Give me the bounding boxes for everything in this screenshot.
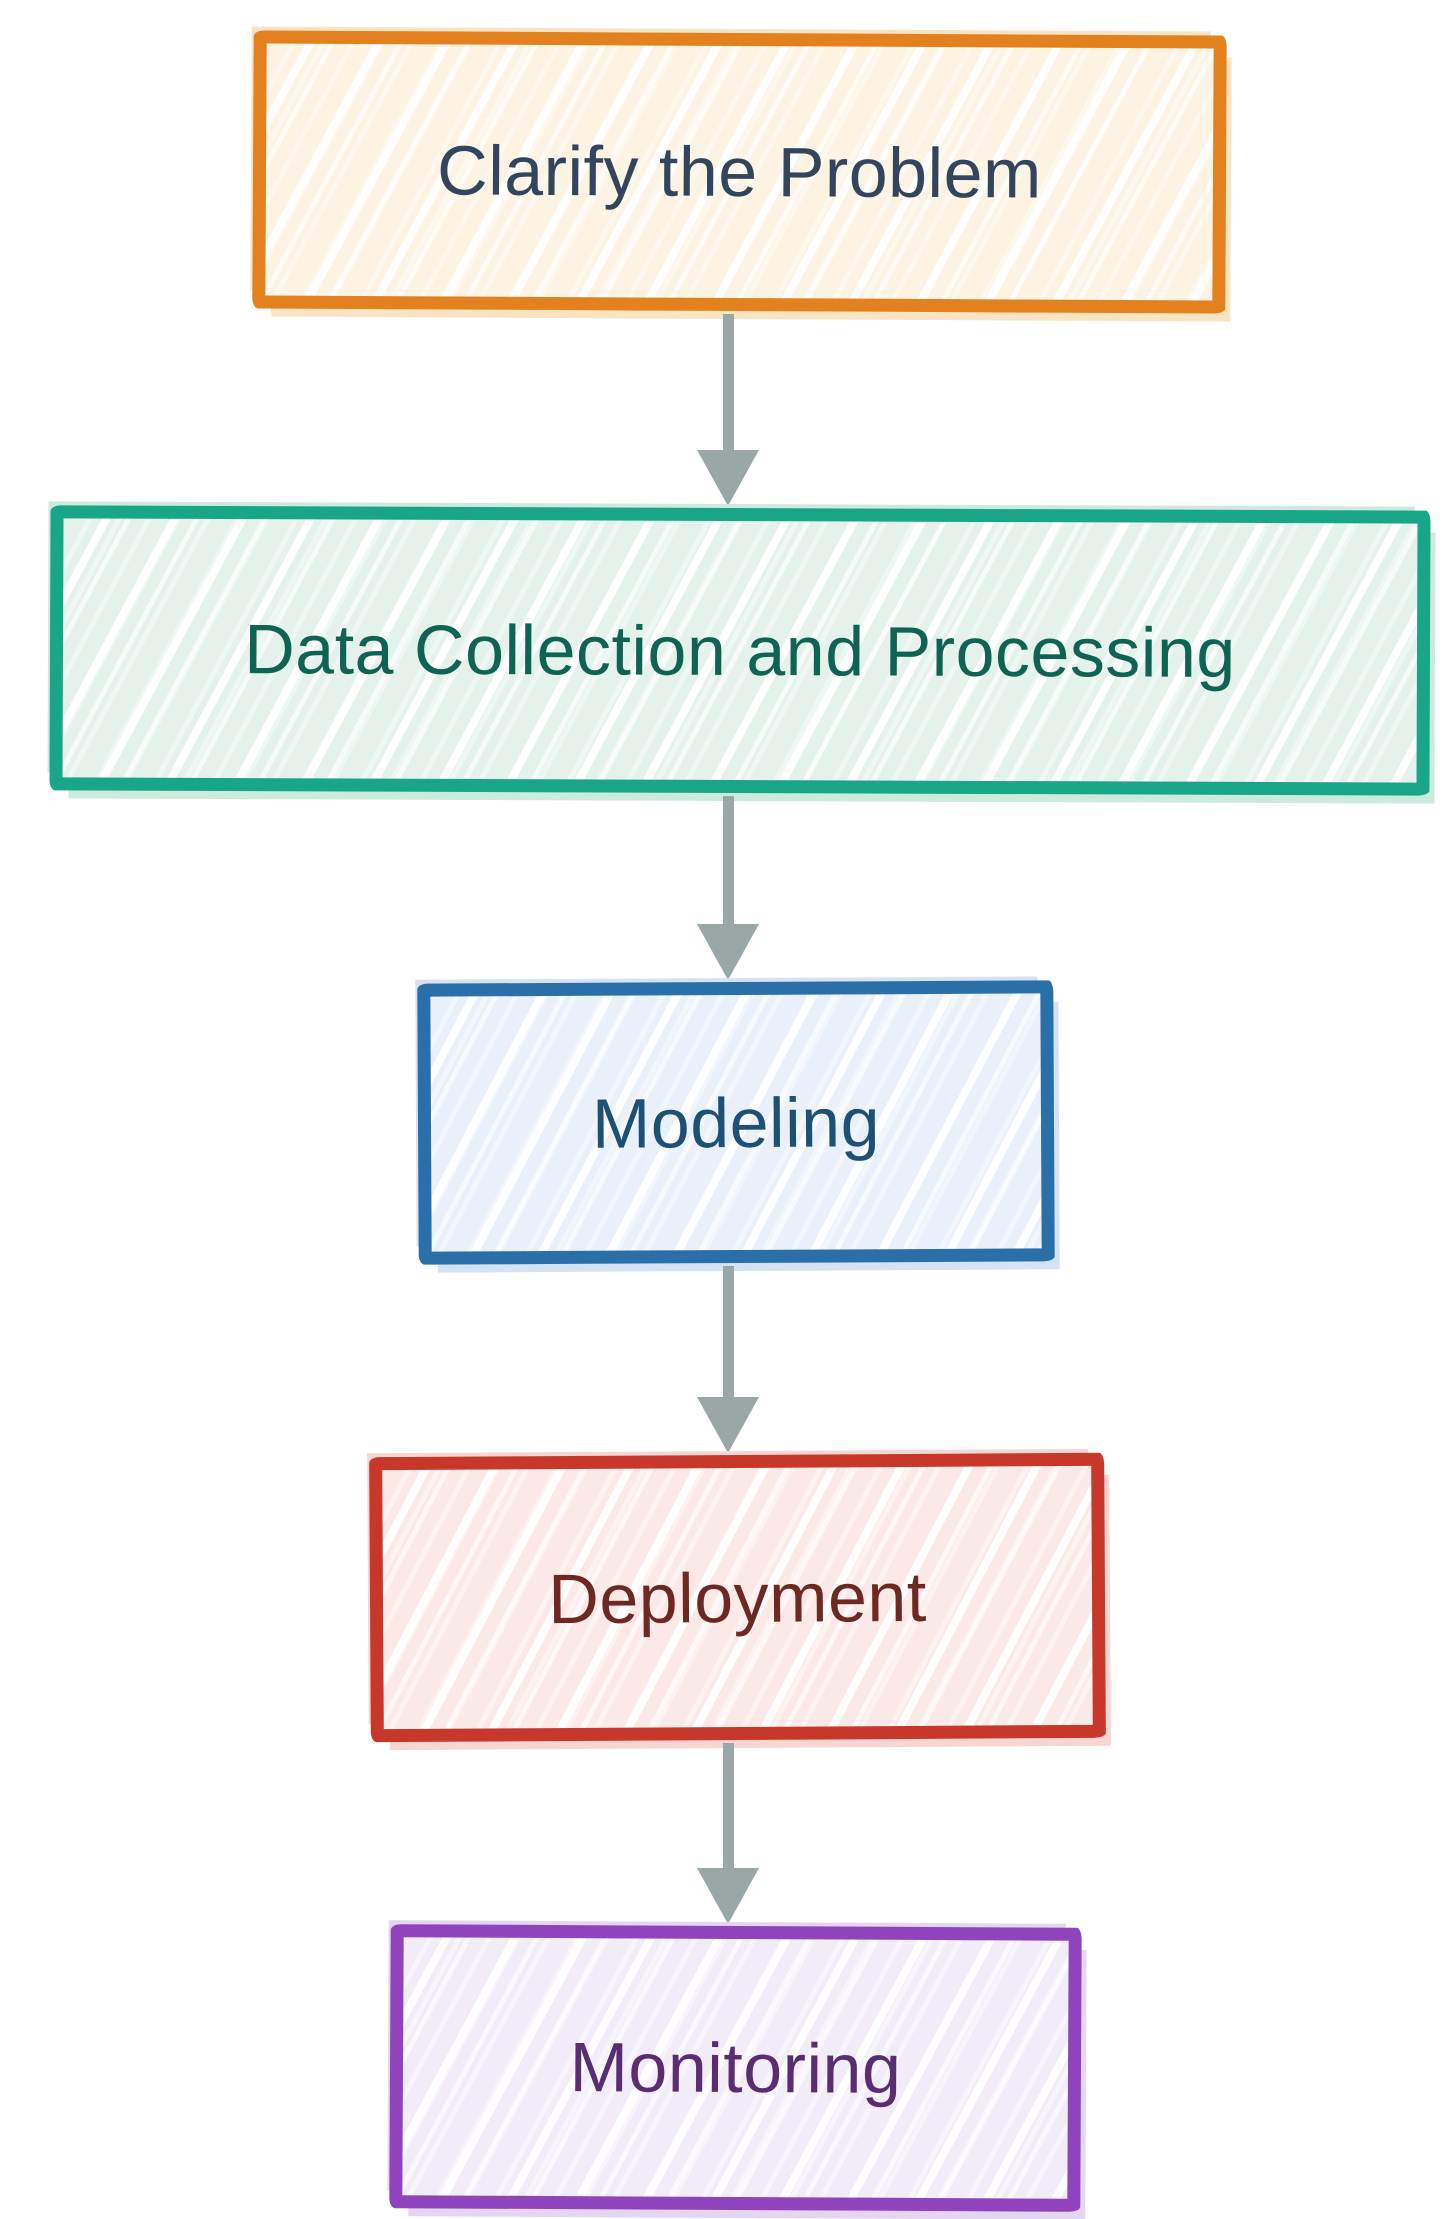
arrow-shaft — [722, 1266, 734, 1397]
node-label: Data Collection and Processing — [244, 609, 1236, 692]
flow-arrow-4 — [697, 1743, 759, 1924]
arrow-head-icon — [697, 924, 759, 980]
flow-arrow-2 — [697, 796, 759, 980]
flow-arrow-3 — [697, 1266, 759, 1453]
arrow-head-icon — [697, 1868, 759, 1924]
node-label: Clarify the Problem — [436, 131, 1043, 213]
node-data-collection-and-processing: Data Collection and Processing — [49, 505, 1431, 796]
node-modeling: Modeling — [417, 980, 1055, 1265]
arrow-shaft — [722, 314, 734, 450]
arrow-shaft — [722, 1743, 734, 1868]
arrow-head-icon — [697, 450, 759, 506]
node-label: Modeling — [591, 1082, 881, 1163]
arrow-shaft — [722, 796, 734, 924]
node-deployment: Deployment — [369, 1452, 1106, 1743]
node-monitoring: Monitoring — [389, 1924, 1082, 2212]
node-clarify-the-problem: Clarify the Problem — [252, 30, 1227, 314]
arrow-head-icon — [697, 1397, 759, 1453]
flow-arrow-1 — [697, 314, 759, 506]
node-label: Deployment — [547, 1557, 927, 1638]
node-label: Monitoring — [569, 2028, 902, 2108]
